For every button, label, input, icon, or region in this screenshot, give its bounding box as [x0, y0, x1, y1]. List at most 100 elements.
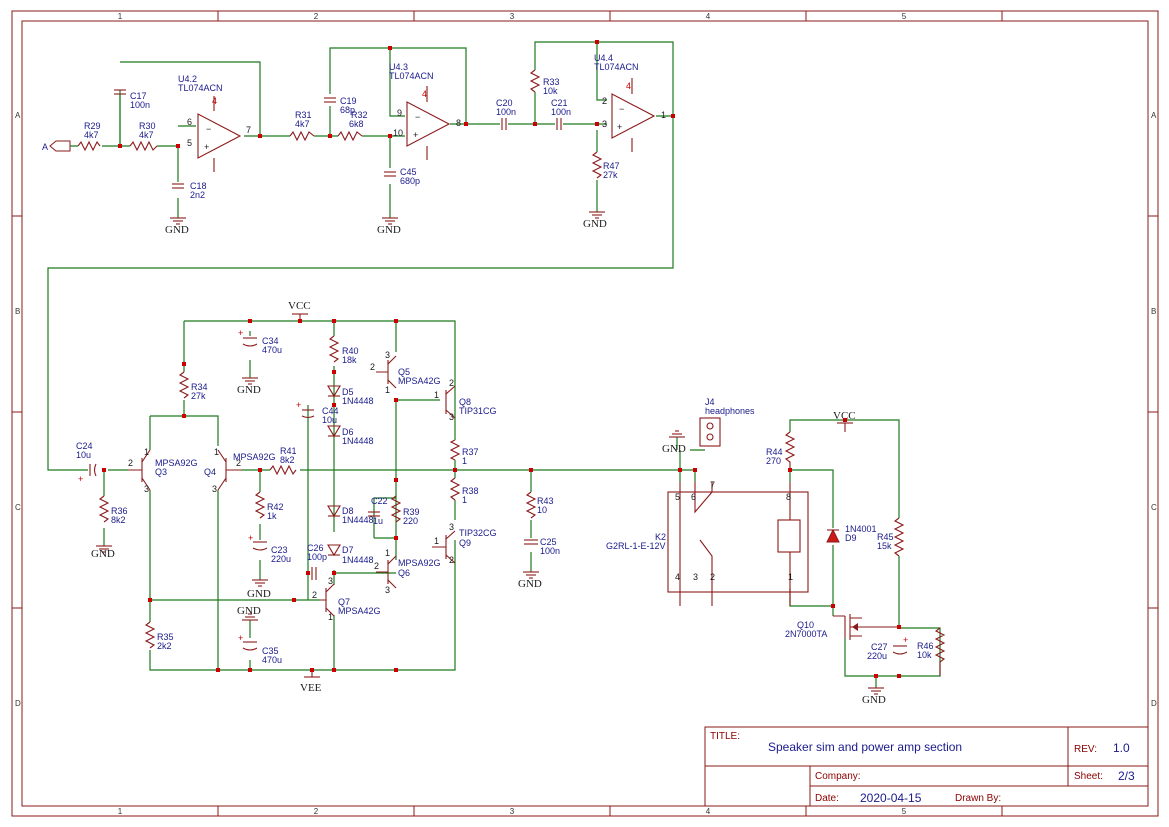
svg-text:MPSA92G: MPSA92G: [155, 458, 198, 468]
svg-text:GND: GND: [583, 218, 607, 230]
svg-text:+: +: [413, 130, 418, 140]
gnd-symbol-9: GND: [662, 430, 686, 455]
vee-symbol: VEE: [300, 670, 322, 694]
svg-text:TL074ACN: TL074ACN: [389, 71, 434, 81]
svg-text:headphones: headphones: [705, 406, 755, 416]
svg-text:C18: C18: [190, 181, 207, 191]
row-label-d-right: D: [1151, 699, 1157, 708]
svg-text:R32: R32: [351, 110, 368, 120]
svg-text:R40: R40: [342, 346, 359, 356]
sheet-key: Sheet:: [1074, 771, 1103, 782]
svg-text:Q9: Q9: [459, 538, 471, 548]
svg-text:R31: R31: [295, 110, 312, 120]
svg-text:5: 5: [675, 492, 680, 502]
gnd-symbol-1: GND: [165, 217, 189, 236]
svg-text:2: 2: [312, 590, 317, 600]
row-label-b-right: B: [1151, 307, 1156, 316]
title-block: TITLE: Speaker sim and power amp section…: [704, 726, 1149, 807]
svg-text:Q10: Q10: [797, 620, 814, 630]
svg-text:3: 3: [385, 350, 390, 360]
svg-text:1: 1: [385, 385, 390, 395]
svg-text:10u: 10u: [76, 450, 91, 460]
svg-text:27k: 27k: [191, 391, 206, 401]
svg-text:R45: R45: [877, 532, 894, 542]
svg-text:GND: GND: [237, 605, 261, 617]
svg-text:GND: GND: [91, 548, 115, 560]
svg-text:R43: R43: [537, 496, 554, 506]
svg-text:Q8: Q8: [459, 397, 471, 407]
svg-text:TL074ACN: TL074ACN: [594, 62, 639, 72]
svg-text:8: 8: [456, 118, 461, 128]
svg-text:C34: C34: [262, 336, 279, 346]
svg-text:3: 3: [328, 576, 333, 586]
svg-text:470u: 470u: [262, 345, 282, 355]
svg-text:C25: C25: [540, 537, 557, 547]
svg-text:−: −: [415, 112, 420, 122]
svg-text:7: 7: [246, 125, 251, 135]
svg-text:Q4: Q4: [204, 467, 216, 477]
svg-text:C44: C44: [322, 406, 339, 416]
svg-text:C21: C21: [551, 98, 568, 108]
svg-text:2: 2: [370, 362, 375, 372]
svg-text:R36: R36: [111, 506, 128, 516]
svg-text:1: 1: [788, 572, 793, 582]
col-label-5: 5: [902, 12, 907, 21]
svg-text:U4.3: U4.3: [389, 62, 408, 72]
col-label-4: 4: [706, 12, 711, 21]
svg-text:270: 270: [766, 456, 781, 466]
title-key: TITLE:: [710, 731, 740, 742]
svg-text:C19: C19: [340, 96, 357, 106]
col-label-2-bottom: 2: [314, 807, 319, 816]
svg-text:9: 9: [397, 108, 402, 118]
input-port-a: A: [42, 140, 71, 152]
date-value: 2020-04-15: [860, 791, 922, 805]
svg-text:10: 10: [393, 128, 403, 138]
input-port-label: A: [42, 142, 48, 152]
date-key: Date:: [815, 793, 839, 804]
vcc-symbol-1: VCC: [288, 300, 311, 321]
svg-text:68p: 68p: [340, 105, 355, 115]
svg-text:TL074ACN: TL074ACN: [178, 83, 223, 93]
svg-text:GND: GND: [862, 694, 886, 706]
row-label-b: B: [15, 307, 20, 316]
svg-text:C24: C24: [76, 441, 93, 451]
svg-text:100n: 100n: [496, 107, 516, 117]
svg-text:+: +: [296, 400, 301, 410]
svg-text:R44: R44: [766, 447, 783, 457]
gnd-symbol-7: GND: [518, 571, 542, 590]
svg-text:R33: R33: [543, 77, 560, 87]
svg-text:1N4448: 1N4448: [342, 515, 374, 525]
svg-text:2n2: 2n2: [190, 190, 205, 200]
svg-text:1N4448: 1N4448: [342, 555, 374, 565]
row-label-c: C: [15, 503, 21, 512]
col-label-1-bottom: 1: [118, 807, 123, 816]
svg-text:1k: 1k: [267, 511, 277, 521]
svg-text:TIP32CG: TIP32CG: [459, 528, 497, 538]
svg-text:100n: 100n: [130, 100, 150, 110]
gnd-symbol-8: GND: [237, 605, 261, 621]
svg-text:8: 8: [786, 492, 791, 502]
col-label-1: 1: [118, 12, 123, 21]
svg-text:1: 1: [462, 456, 467, 466]
